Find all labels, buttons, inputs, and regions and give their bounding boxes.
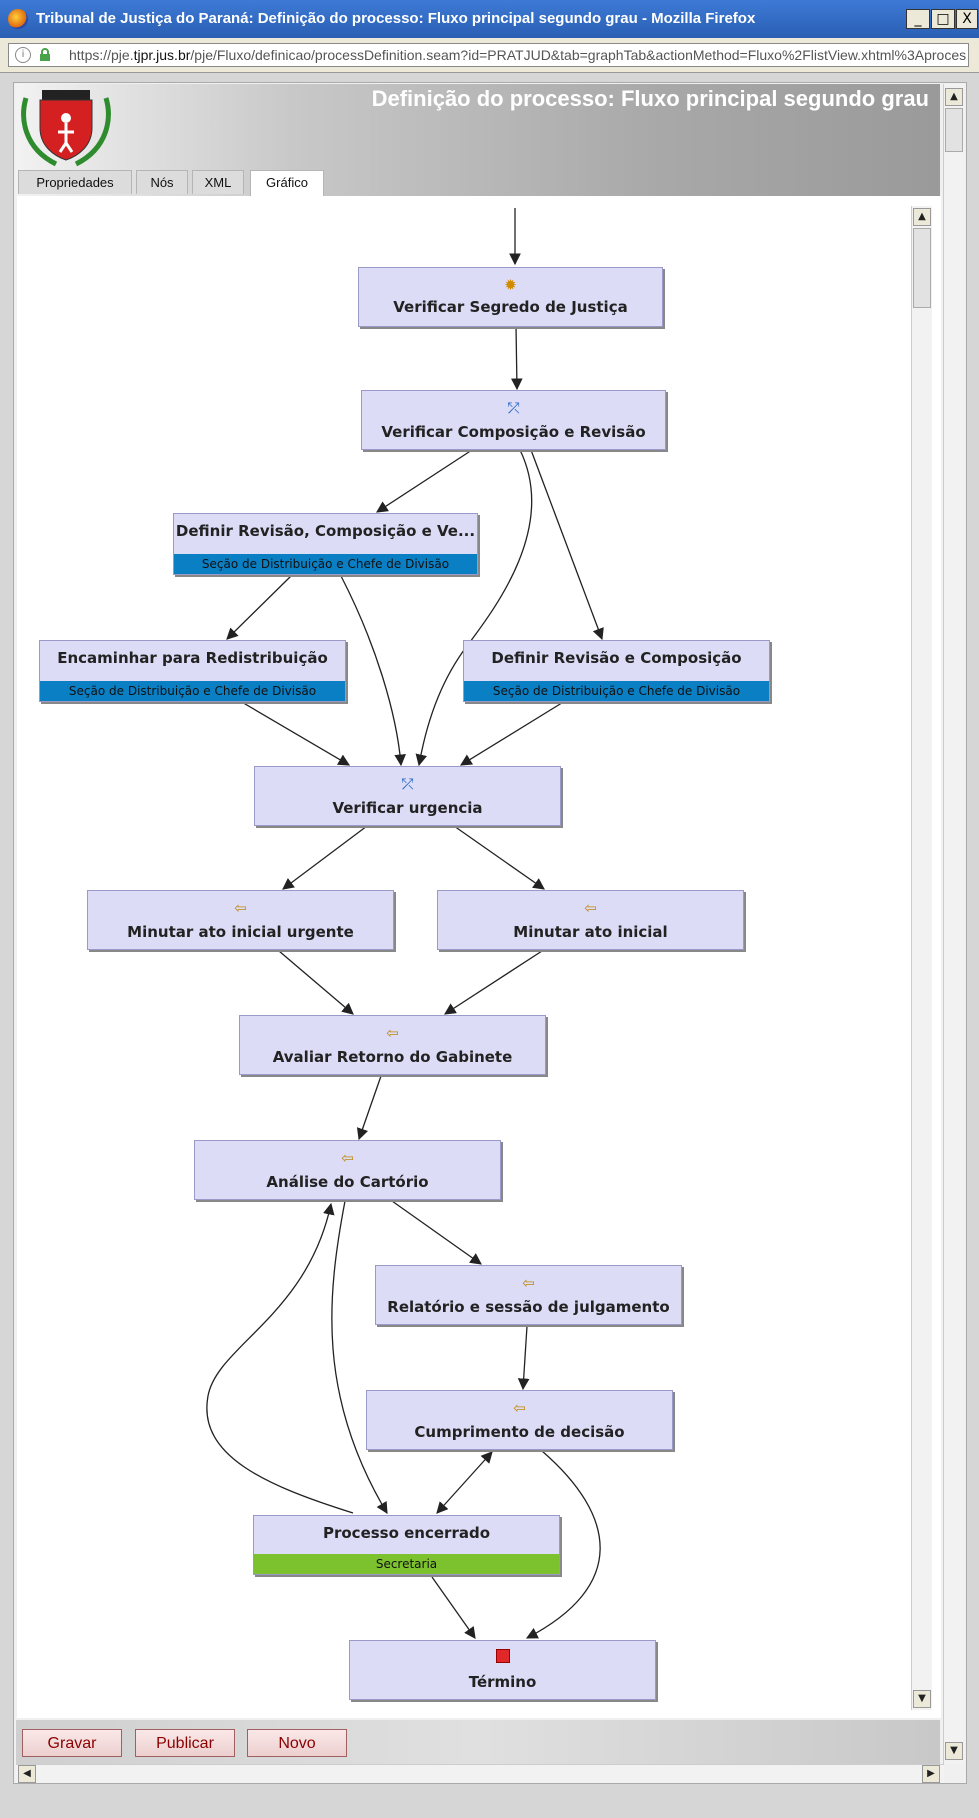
edge-n12-n13 (436, 1451, 493, 1514)
node-analise-cartorio[interactable]: ⇦ Análise do Cartório (194, 1140, 501, 1200)
close-button[interactable]: X (956, 9, 978, 29)
address-field[interactable]: i https://pje.tjpr.jus.br/pje/Fluxo/defi… (8, 43, 969, 67)
graph-vertical-scrollbar[interactable]: ▲ ▼ (911, 206, 932, 1710)
edge-n10-n13 (331, 1200, 388, 1515)
edge-n6-n7 (282, 825, 368, 890)
gear-icon: ✹ (504, 276, 517, 294)
node-label: Análise do Cartório (266, 1173, 429, 1191)
gravar-button[interactable]: Gravar (22, 1729, 122, 1757)
node-definir-revisao-composicao-ve[interactable]: Definir Revisão, Composição e Ve... Seçã… (173, 513, 478, 575)
scroll-down-arrow-icon[interactable]: ▼ (945, 1742, 963, 1760)
node-verificar-composicao[interactable]: ⤱ Verificar Composição e Revisão (361, 390, 666, 450)
scroll-up-arrow-icon[interactable]: ▲ (945, 88, 963, 106)
edge-n3-n6 (340, 575, 406, 767)
scroll-left-arrow-icon[interactable]: ◀ (18, 1765, 36, 1783)
swimlane-label: Secretaria (254, 1554, 559, 1574)
firefox-icon (8, 9, 28, 29)
node-label: Cumprimento de decisão (414, 1423, 625, 1441)
task-node-icon: ⇦ (513, 1399, 526, 1417)
window-title: Tribunal de Justiça do Paraná: Definição… (36, 10, 756, 27)
tab-xml[interactable]: XML (192, 170, 244, 194)
edge-n2-n3 (376, 449, 473, 513)
end-state-icon (494, 1649, 512, 1667)
node-relatorio-sessao[interactable]: ⇦ Relatório e sessão de julgamento (375, 1265, 682, 1325)
swimlane-label: Seção de Distribuição e Chefe de Divisão (174, 554, 477, 574)
node-processo-encerrado[interactable]: Processo encerrado Secretaria (253, 1515, 560, 1575)
node-label: Minutar ato inicial urgente (127, 923, 354, 941)
edge-n9-n10 (356, 1075, 382, 1141)
novo-button[interactable]: Novo (247, 1729, 347, 1757)
url-text: https://pje.tjpr.jus.br/pje/Fluxo/defini… (69, 47, 967, 63)
scroll-thumb[interactable] (913, 228, 931, 308)
task-node-icon: ⇦ (386, 1024, 399, 1042)
tab-propriedades[interactable]: Propriedades (18, 170, 132, 194)
node-cumprimento-decisao[interactable]: ⇦ Cumprimento de decisão (366, 1390, 673, 1450)
edge-n10-n11 (391, 1200, 482, 1265)
tab-grafico[interactable]: Gráfico (250, 170, 324, 196)
task-node-icon: ⇦ (234, 899, 247, 917)
node-label: Verificar Segredo de Justiça (393, 298, 628, 316)
swimlane-label: Seção de Distribuição e Chefe de Divisão (464, 681, 769, 701)
node-avaliar-retorno[interactable]: ⇦ Avaliar Retorno do Gabinete (239, 1015, 546, 1075)
node-minutar-ato-inicial[interactable]: ⇦ Minutar ato inicial (437, 890, 744, 950)
info-icon[interactable]: i (15, 47, 31, 63)
edge-n13-n14 (431, 1576, 476, 1639)
node-termino[interactable]: Término (349, 1640, 656, 1700)
edge-n12-n14 (525, 1450, 601, 1639)
edge-n1-n2 (510, 325, 523, 391)
coat-of-arms-logo (21, 90, 111, 167)
swimlane-label: Seção de Distribuição e Chefe de Divisão (40, 681, 345, 701)
task-node-icon: ⇦ (522, 1274, 535, 1292)
publicar-button[interactable]: Publicar (135, 1729, 235, 1757)
edge-n11-n12 (517, 1325, 530, 1391)
edge-n5-n6 (460, 700, 566, 766)
node-label: Verificar Composição e Revisão (381, 423, 646, 441)
minimize-button[interactable]: _ (906, 9, 930, 29)
edge-n13-n10 (206, 1202, 354, 1514)
maximize-button[interactable]: □ (931, 9, 955, 29)
edge-n3-n4 (226, 575, 292, 640)
node-label: Definir Revisão, Composição e Ve... (175, 522, 476, 540)
task-node-icon: ⇦ (584, 899, 597, 917)
node-definir-revisao-composicao[interactable]: Definir Revisão e Composição Seção de Di… (463, 640, 770, 702)
graph-edges (206, 208, 604, 1639)
page-vertical-scrollbar[interactable]: ▲ ▼ (943, 84, 964, 1764)
scroll-up-arrow-icon[interactable]: ▲ (913, 208, 931, 226)
edge-n7-n9 (278, 950, 354, 1015)
node-label: Definir Revisão e Composição (491, 649, 742, 667)
scroll-right-arrow-icon[interactable]: ▶ (922, 1765, 940, 1783)
node-label: Verificar urgencia (332, 799, 483, 817)
process-graph: ✹ Verificar Segredo de Justiça ⤱ Verific… (17, 196, 941, 1718)
edge-n2-n6 (415, 449, 533, 767)
edge-n2-n5 (530, 449, 604, 641)
edge-n4-n6 (239, 700, 351, 766)
scroll-down-arrow-icon[interactable]: ▼ (913, 1690, 931, 1708)
page-title: Definição do processo: Fluxo principal s… (371, 86, 929, 111)
node-label: Minutar ato inicial (513, 923, 668, 941)
node-encaminhar-redistribuicao[interactable]: Encaminhar para Redistribuição Seção de … (39, 640, 346, 702)
node-verificar-urgencia[interactable]: ⤱ Verificar urgencia (254, 766, 561, 826)
task-node-icon: ⇦ (341, 1149, 354, 1167)
edge-n8-n9 (444, 950, 543, 1015)
window-titlebar: Tribunal de Justiça do Paraná: Definição… (0, 0, 979, 39)
node-verificar-segredo[interactable]: ✹ Verificar Segredo de Justiça (358, 267, 663, 327)
page-horizontal-scrollbar[interactable]: ◀ ▶ (16, 1764, 944, 1783)
decision-icon: ⤱ (401, 775, 414, 793)
url-bar: i https://pje.tjpr.jus.br/pje/Fluxo/defi… (0, 38, 979, 73)
node-label: Encaminhar para Redistribuição (57, 649, 328, 667)
node-label: Avaliar Retorno do Gabinete (272, 1048, 513, 1066)
scroll-thumb[interactable] (945, 108, 963, 152)
lock-icon (40, 48, 50, 61)
tab-nos[interactable]: Nós (136, 170, 188, 194)
edge-n6-n8 (453, 825, 545, 890)
decision-icon: ⤱ (507, 399, 520, 417)
node-minutar-ato-urgente[interactable]: ⇦ Minutar ato inicial urgente (87, 890, 394, 950)
node-label: Processo encerrado (322, 1524, 491, 1542)
node-label: Término (468, 1673, 537, 1691)
node-label: Relatório e sessão de julgamento (387, 1298, 670, 1316)
